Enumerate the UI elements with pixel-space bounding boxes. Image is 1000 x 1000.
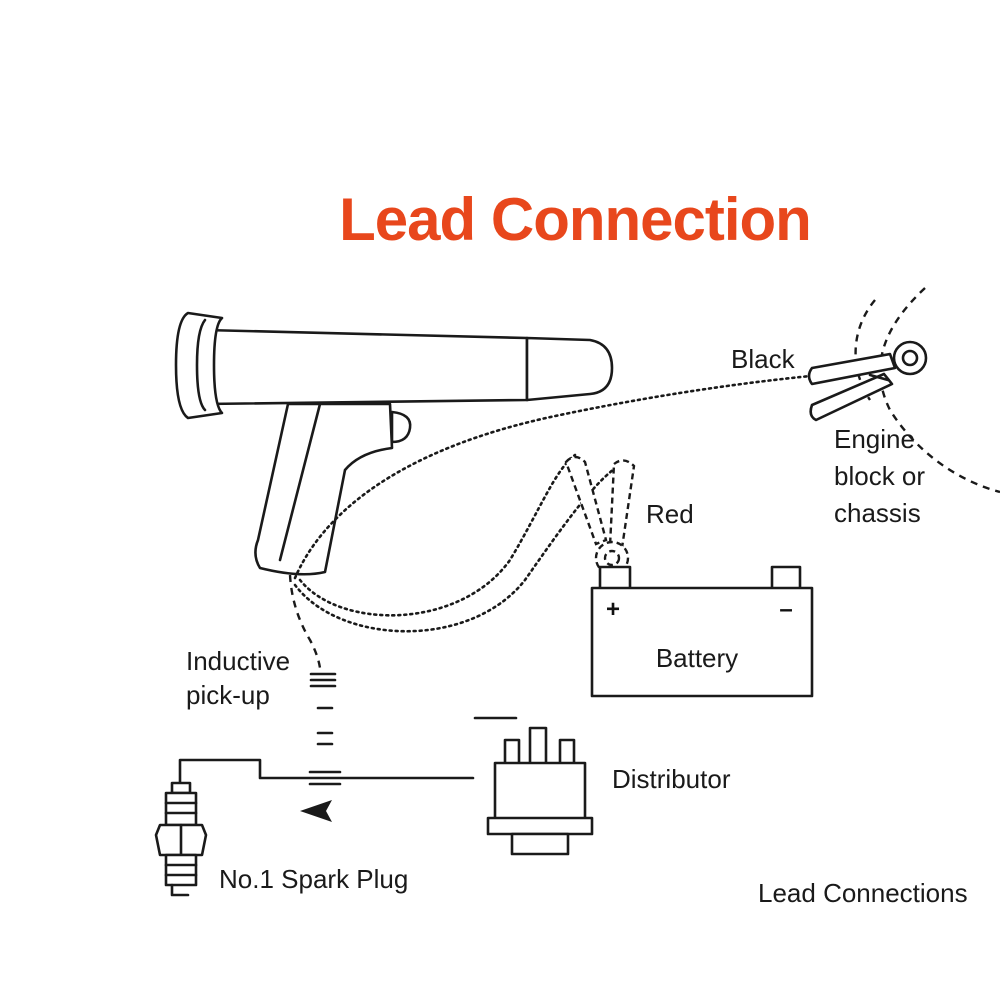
red-clamp-icon — [564, 455, 636, 576]
red-lead-wire-2 — [293, 463, 622, 633]
battery-positive-sign: + — [606, 596, 620, 623]
battery-icon — [590, 565, 814, 698]
red-label: Red — [646, 499, 694, 529]
inductive-label-line1: Inductive — [186, 646, 290, 676]
black-lead-wire — [293, 373, 822, 580]
black-clamp-icon — [807, 340, 928, 422]
inductive-lead — [288, 574, 322, 669]
battery-label: Battery — [656, 643, 738, 673]
red-lead-wire — [298, 453, 577, 617]
battery-negative-sign: – — [779, 596, 792, 623]
footer-caption: Lead Connections — [758, 878, 968, 908]
spark-plug-label: No.1 Spark Plug — [219, 864, 408, 894]
spark-plug-icon — [154, 781, 208, 897]
distributor-label: Distributor — [612, 764, 731, 794]
arrow-icon — [300, 800, 332, 822]
spark-plug-wire — [178, 758, 475, 785]
distributor-icon — [473, 716, 594, 856]
engine-label-line2: block or — [834, 461, 925, 491]
inductive-label-line2: pick-up — [186, 680, 270, 710]
diagram-title: Lead Connection — [339, 186, 811, 253]
engine-label-line1: Engine — [834, 424, 915, 454]
black-label: Black — [731, 344, 796, 374]
engine-label-line3: chassis — [834, 498, 921, 528]
inductive-pickup-clamp-icon — [309, 672, 337, 746]
timing-light-icon — [174, 311, 614, 576]
